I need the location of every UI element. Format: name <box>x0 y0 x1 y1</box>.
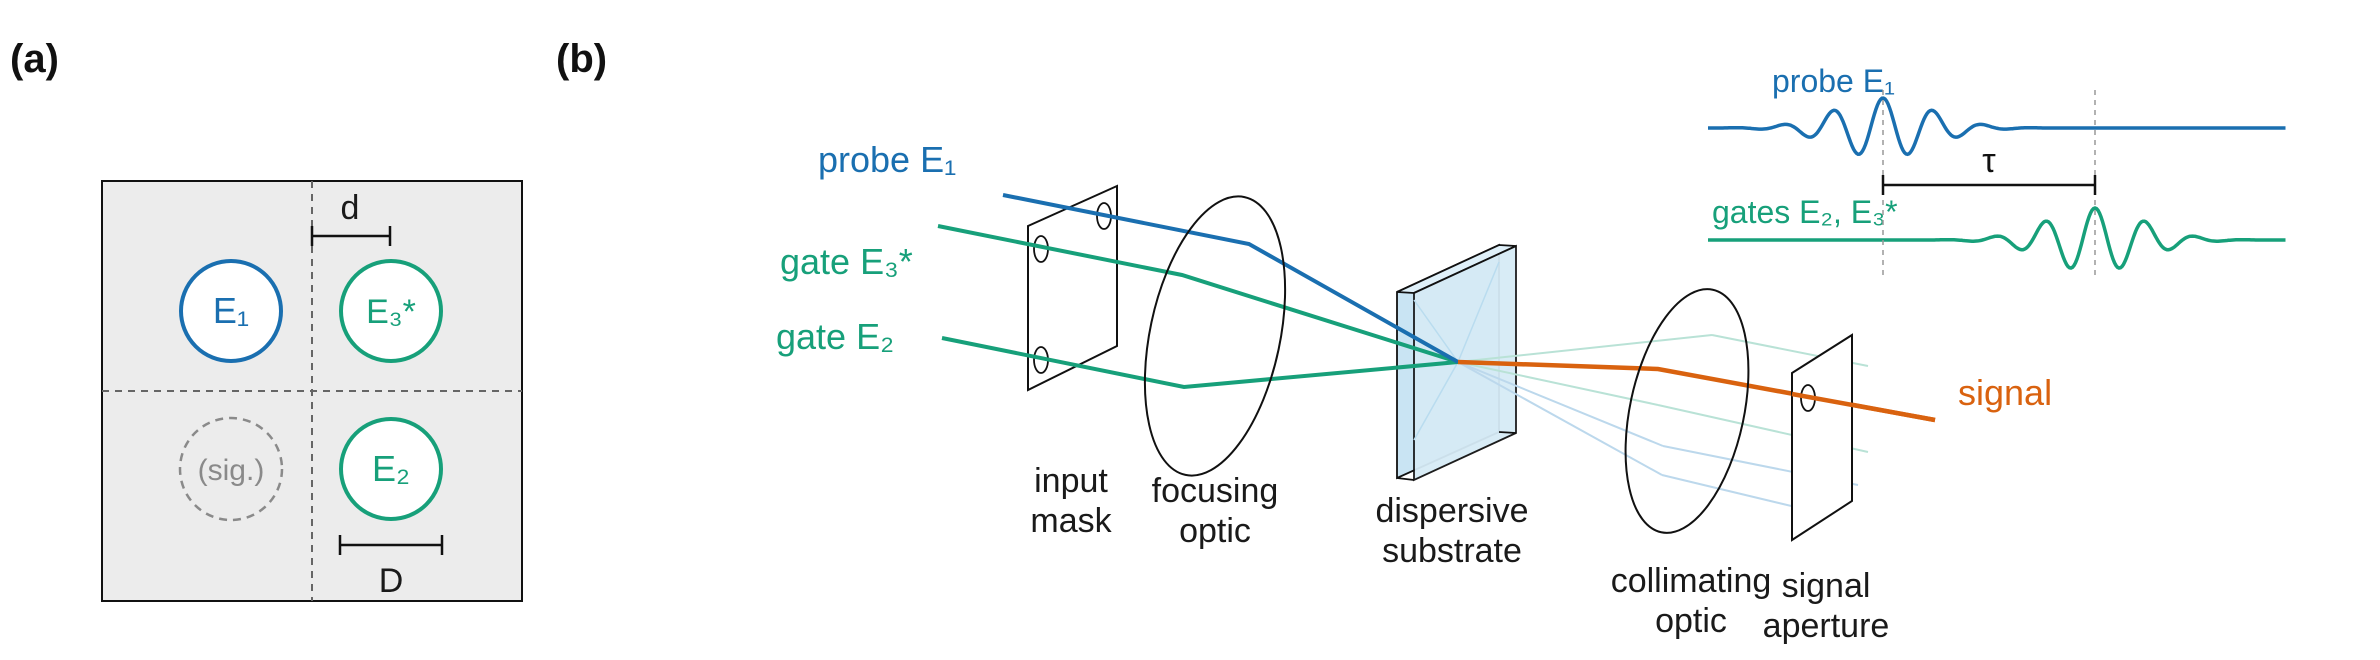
gate-pulse-trace <box>1708 206 2286 270</box>
collimating-optic-label-2: optic <box>1655 602 1727 640</box>
focusing-optic-label-2: optic <box>1179 512 1251 550</box>
collimating-optic-lens <box>1624 288 1750 534</box>
panel-a-label: (a) <box>10 37 59 81</box>
gate-e3-spot <box>339 259 443 363</box>
signal-beam-exit <box>1791 391 1936 423</box>
dispersive-substrate-label-1: dispersive <box>1375 492 1528 530</box>
focusing-optic-label-1: focusing <box>1152 472 1279 510</box>
inset-probe-label: probe E₁ <box>1772 63 1895 99</box>
signal-aperture-label-2: aperture <box>1763 607 1890 645</box>
signal-placeholder-spot <box>178 416 284 522</box>
D-scale-bar <box>338 535 444 555</box>
probe-pulse-trace <box>1708 96 2286 157</box>
gate-e2-beam <box>941 336 1459 390</box>
probe-e1-spot-label: E₁ <box>213 290 249 331</box>
input-mask-label-2: mask <box>1030 502 1112 540</box>
gate-e2-spot <box>339 417 443 521</box>
delay-bracket <box>1881 175 2097 195</box>
signal-placeholder-label: (sig.) <box>198 454 265 487</box>
collimating-optic-label-1: collimating <box>1611 562 1772 600</box>
dispersive-substrate-label-2: substrate <box>1382 532 1522 570</box>
input-mask-label-1: input <box>1034 462 1108 500</box>
probe-e1-spot <box>179 259 283 363</box>
gate-e2-label: gate E₂ <box>776 316 894 357</box>
gate-e2-spot-label: E₂ <box>372 448 410 489</box>
panel-b-label: (b) <box>556 37 607 81</box>
probe-e1-label: probe E₁ <box>818 139 956 180</box>
D-label: D <box>379 562 404 600</box>
timing-inset: probe E₁ gates E₂, E₃* τ <box>1708 63 2286 278</box>
probe-e1-beam <box>1002 193 1459 364</box>
d-scale-bar <box>310 226 392 246</box>
signal-aperture-label-1: signal <box>1782 567 1871 605</box>
input-mask <box>1027 184 1118 392</box>
gate-e3-beam <box>937 224 1459 364</box>
d-label: d <box>341 189 360 227</box>
beam-layout-diagram: d E₁ E₃* (sig.) E₂ D <box>101 180 523 602</box>
gate-e3-label: gate E₃* <box>780 241 913 282</box>
signal-label: signal <box>1958 372 2052 413</box>
gate-e3-spot-label: E₃* <box>366 293 416 331</box>
focusing-optic-lens <box>1143 195 1287 477</box>
inset-gates-label: gates E₂, E₃* <box>1712 194 1898 230</box>
signal-aperture <box>1791 333 1853 542</box>
delay-tau-label: τ <box>1982 142 1996 180</box>
